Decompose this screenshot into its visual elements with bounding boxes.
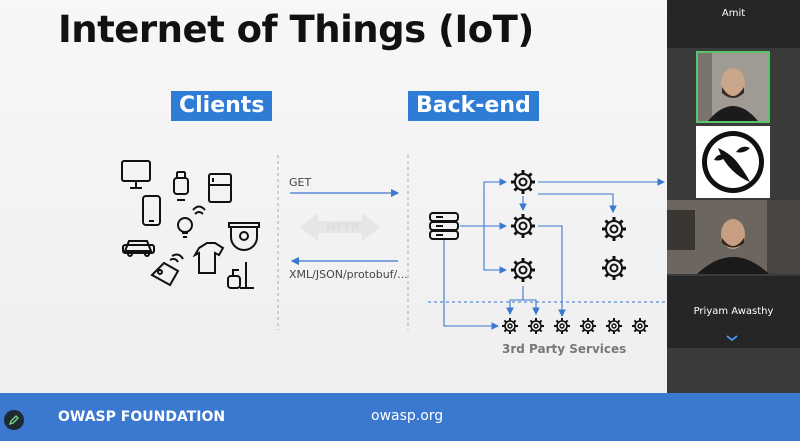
- third-party-gear-icon: [605, 317, 623, 335]
- participant-name: Amit: [721, 8, 746, 19]
- chevron-down-icon[interactable]: [724, 333, 740, 343]
- participant-tile-priyam-name[interactable]: Priyam Awasthy: [667, 276, 800, 348]
- service-gear-icon: [600, 215, 628, 243]
- footer-organization: OWASP FOUNDATION: [58, 409, 226, 425]
- presentation-slide: Internet of Things (IoT) Clients Back-en…: [0, 0, 667, 393]
- smart-bulb-icon: [177, 205, 206, 238]
- participant-video-priyam[interactable]: [667, 200, 800, 274]
- third-party-gear-icon: [553, 317, 571, 335]
- third-party-gear-icon: [631, 317, 649, 335]
- footer-url[interactable]: owasp.org: [371, 408, 444, 424]
- service-gear-icon: [509, 212, 537, 240]
- smart-tag-icon: [150, 253, 184, 287]
- participant-tile-owasp-logo[interactable]: [696, 126, 770, 198]
- service-gear-icon: [509, 256, 537, 284]
- participant-name: Priyam Awasthy: [693, 306, 774, 317]
- http-double-arrow: [300, 213, 380, 241]
- tshirt-icon: [192, 242, 225, 274]
- server-icon: [429, 212, 459, 240]
- participant-video-active[interactable]: [696, 51, 770, 123]
- wasp-logo-icon: [696, 126, 770, 198]
- car-icon: [122, 240, 155, 257]
- avatar: [667, 200, 800, 274]
- security-camera-icon: [228, 222, 260, 251]
- pencil-icon: [8, 415, 19, 426]
- iot-diagram: [121, 155, 667, 335]
- monitor-icon: [121, 160, 151, 189]
- annotate-button[interactable]: [4, 410, 24, 430]
- third-party-gear-icon: [501, 317, 519, 335]
- slide-footer: [0, 393, 800, 441]
- third-party-services-label: 3rd Party Services: [502, 342, 627, 356]
- smartphone-icon: [142, 195, 161, 226]
- avatar: [698, 53, 768, 121]
- response-format-label: XML/JSON/protobuf/...: [289, 268, 408, 281]
- get-label: GET: [289, 176, 312, 189]
- smartwatch-icon: [173, 171, 189, 201]
- third-party-gear-icon: [579, 317, 597, 335]
- vacuum-cleaner-icon: [227, 262, 254, 289]
- service-gear-icon: [600, 254, 628, 282]
- backend-heading: Back-end: [408, 91, 539, 121]
- refrigerator-icon: [208, 173, 232, 203]
- clients-heading: Clients: [171, 91, 273, 121]
- slide-title: Internet of Things (IoT): [58, 8, 534, 51]
- service-gear-icon: [509, 168, 537, 196]
- participant-tile-amit[interactable]: Amit: [667, 0, 800, 48]
- http-label: HTTP: [326, 221, 359, 234]
- third-party-gear-icon: [527, 317, 545, 335]
